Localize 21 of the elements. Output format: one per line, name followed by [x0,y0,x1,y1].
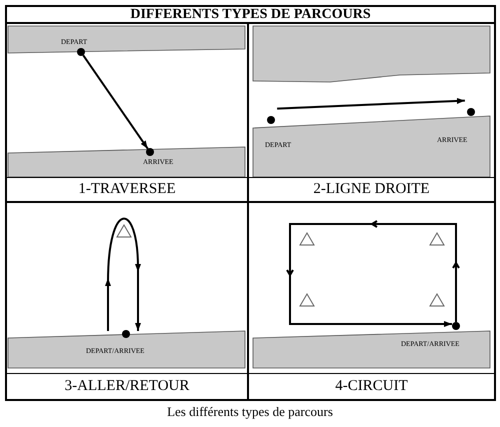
diagram-title: DIFFERENTS TYPES DE PARCOURS [130,6,371,22]
buoy-marker [429,293,445,307]
point-marker [146,148,154,156]
panel [247,22,496,203]
point-marker [77,48,85,56]
panel [5,201,249,401]
buoy-marker [299,232,315,246]
buoy-marker [116,224,132,238]
point-marker [122,330,130,338]
panel-caption: 1-TRAVERSEE [78,181,176,198]
figure-caption: Les différents types de parcours [166,404,334,420]
panel [5,22,249,203]
panel-caption: 3-ALLER/RETOUR [64,378,190,395]
panel-caption: 2-LIGNE DROITE [313,181,430,198]
point-marker [452,322,460,330]
panel-caption: 4-CIRCUIT [335,378,408,395]
point-marker [267,116,275,124]
point-marker [467,108,475,116]
buoy-marker [299,293,315,307]
panel [247,201,496,401]
buoy-marker [429,232,445,246]
